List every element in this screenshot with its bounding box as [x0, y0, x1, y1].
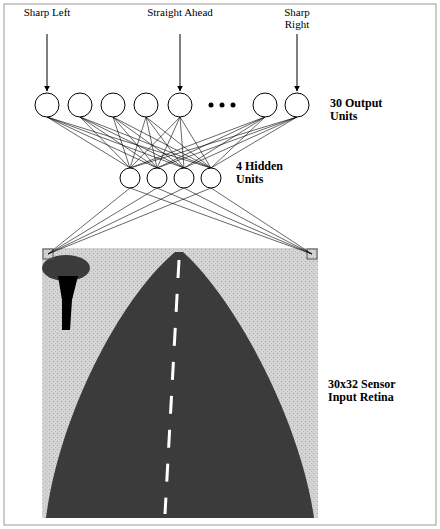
retina-image — [42, 248, 318, 518]
ellipsis-dot — [220, 103, 225, 108]
pointer-arrow — [180, 34, 181, 91]
direction-label: Sharp Left — [22, 6, 72, 18]
output-unit — [35, 93, 59, 117]
weight-line — [130, 117, 146, 168]
output-unit — [134, 93, 158, 117]
weight-line — [48, 188, 130, 254]
hidden-unit — [147, 168, 167, 188]
figure-frame — [4, 4, 436, 525]
ellipsis-dot — [209, 103, 214, 108]
weight-line — [47, 117, 184, 168]
weight-line — [47, 117, 157, 168]
direction-label: Straight Ahead — [145, 6, 215, 18]
weight-line — [180, 117, 211, 168]
output-unit — [168, 93, 192, 117]
ellipsis-dot — [231, 103, 236, 108]
pointer-arrow — [47, 34, 48, 91]
hidden-unit — [201, 168, 221, 188]
direction-label: Sharp Right — [272, 6, 322, 30]
weight-line — [130, 188, 312, 254]
layer-label: 4 Hidden Units — [236, 160, 298, 186]
layer-label: 30x32 Sensor Input Retina — [328, 378, 416, 404]
weight-line — [180, 117, 184, 168]
output-unit — [253, 93, 277, 117]
hidden-unit — [120, 168, 140, 188]
output-unit — [101, 93, 125, 117]
hidden-unit — [174, 168, 194, 188]
weight-line — [48, 188, 157, 254]
output-unit — [68, 93, 92, 117]
weight-line — [157, 117, 180, 168]
output-unit — [285, 93, 309, 117]
network-units — [35, 34, 312, 254]
weight-line — [47, 117, 211, 168]
weight-line — [80, 117, 211, 168]
pointer-arrow — [297, 34, 298, 91]
weight-line — [48, 188, 211, 254]
layer-label: 30 Output Units — [330, 97, 394, 123]
weight-line — [48, 188, 184, 254]
weight-line — [211, 188, 312, 254]
weight-line — [184, 188, 312, 254]
weight-line — [80, 117, 130, 168]
weight-line — [47, 117, 130, 168]
weight-line — [157, 188, 312, 254]
weight-line — [80, 117, 184, 168]
